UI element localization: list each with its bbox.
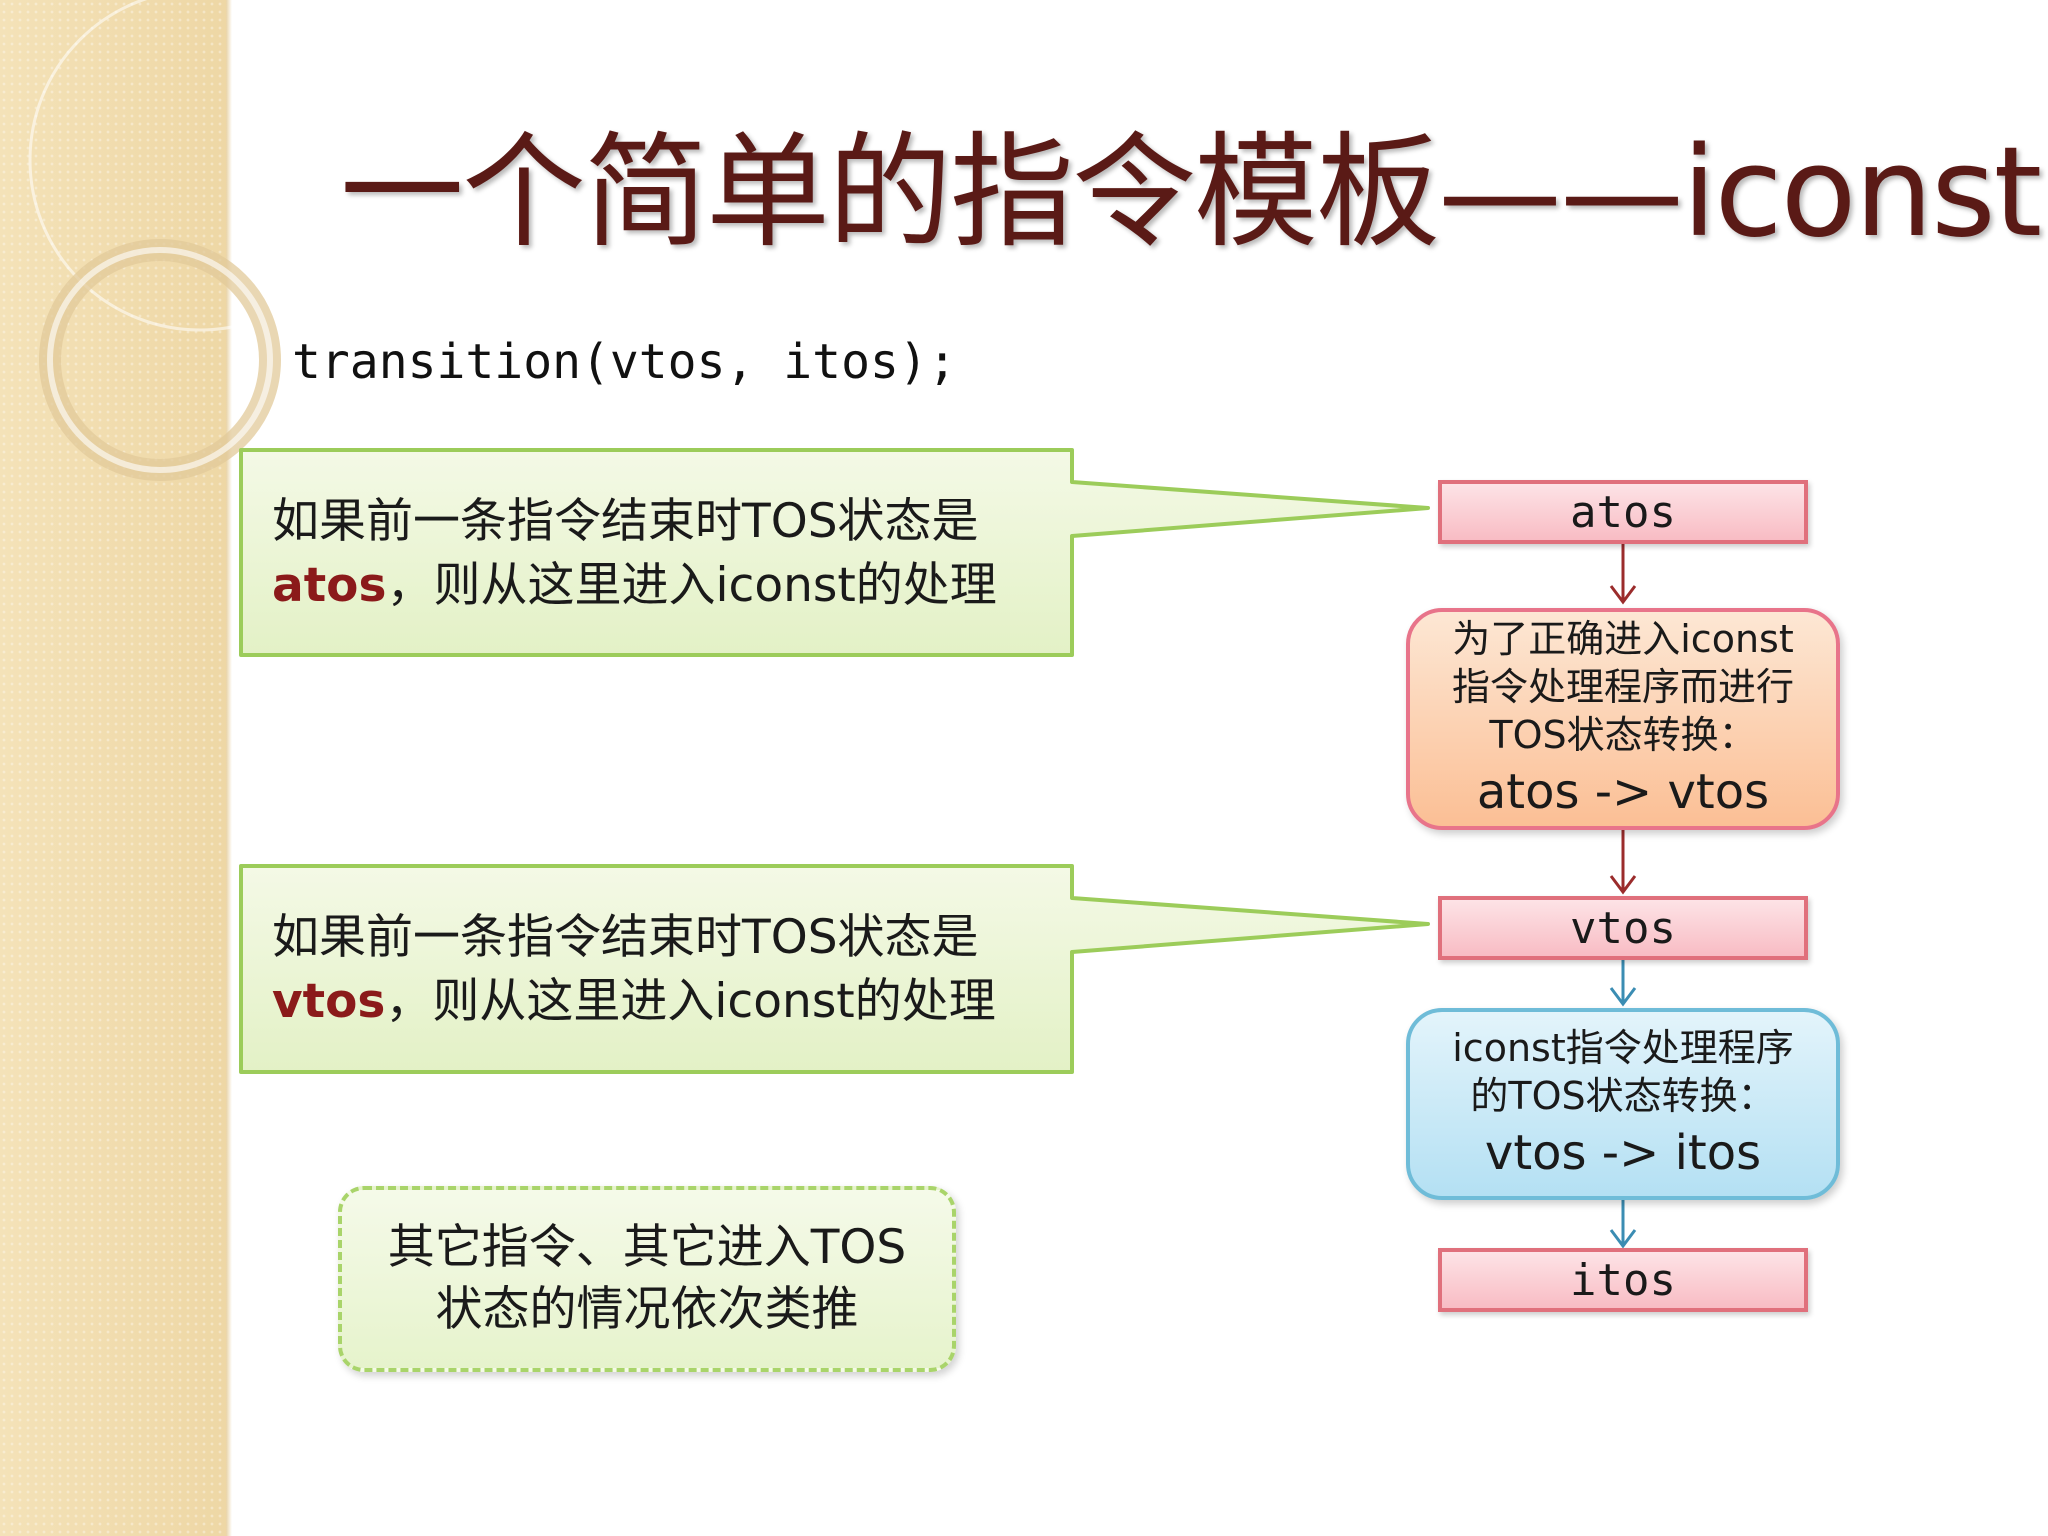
note-box: 其它指令、其它进入TOS 状态的情况依次类推 (338, 1186, 956, 1372)
process2-line1: iconst指令处理程序 (1452, 1026, 1794, 1070)
callout-atos-keyword: atos (272, 558, 387, 613)
code-line: transition(vtos, itos); (292, 334, 957, 390)
callout-vtos-line2: vtos，则从这里进入iconst的处理 (272, 970, 996, 1034)
note-line1: 其它指令、其它进入TOS (387, 1220, 907, 1275)
callout-atos-line2: atos，则从这里进入iconst的处理 (272, 554, 997, 618)
process1-line1: 为了正确进入iconst (1452, 617, 1794, 661)
callout-vtos-keyword: vtos (272, 974, 386, 1029)
arrow-process1-to-vtos (1609, 830, 1637, 895)
state-atos-label: atos (1570, 486, 1676, 538)
state-box-itos: itos (1438, 1248, 1808, 1312)
state-itos-label: itos (1570, 1254, 1676, 1306)
arrow-process2-to-itos (1609, 1200, 1637, 1249)
arrow-atos-to-process1 (1609, 544, 1637, 605)
note-line2: 状态的情况依次类推 (435, 1282, 859, 1337)
decorative-rings (28, 0, 372, 481)
state-box-atos: atos (1438, 480, 1808, 544)
process1-transition: atos -> vtos (1476, 764, 1770, 820)
callout-vtos-shape (239, 864, 1430, 1074)
callout-vtos-line2-rest: ，则从这里进入iconst的处理 (385, 974, 996, 1029)
callout-atos-line1: 如果前一条指令结束时TOS状态是 (272, 494, 979, 549)
callout-atos-line2-rest: ，则从这里进入iconst的处理 (386, 558, 997, 613)
sidebar-edge (226, 0, 232, 1536)
callout-vtos-line1: 如果前一条指令结束时TOS状态是 (272, 910, 979, 965)
callout-atos-text: 如果前一条指令结束时TOS状态是 atos，则从这里进入iconst的处理 (272, 490, 997, 618)
callout-atos-shape (239, 448, 1430, 657)
state-vtos-label: vtos (1570, 902, 1676, 954)
process-box-vtos-to-itos: iconst指令处理程序 的TOS状态转换： vtos -> itos (1406, 1008, 1840, 1200)
state-box-vtos: vtos (1438, 896, 1808, 960)
arrow-vtos-to-process2 (1609, 960, 1637, 1007)
process1-line2: 指令处理程序而进行 (1451, 665, 1794, 709)
process2-transition: vtos -> itos (1484, 1125, 1762, 1181)
callout-vtos-text: 如果前一条指令结束时TOS状态是 vtos，则从这里进入iconst的处理 (272, 906, 996, 1034)
process-box-atos-to-vtos: 为了正确进入iconst 指令处理程序而进行 TOS状态转换： atos -> … (1406, 608, 1840, 830)
process1-line3: TOS状态转换： (1489, 713, 1757, 757)
slide-title: 一个简单的指令模板——iconst (340, 121, 2042, 265)
process2-line2: 的TOS状态转换： (1470, 1074, 1776, 1118)
